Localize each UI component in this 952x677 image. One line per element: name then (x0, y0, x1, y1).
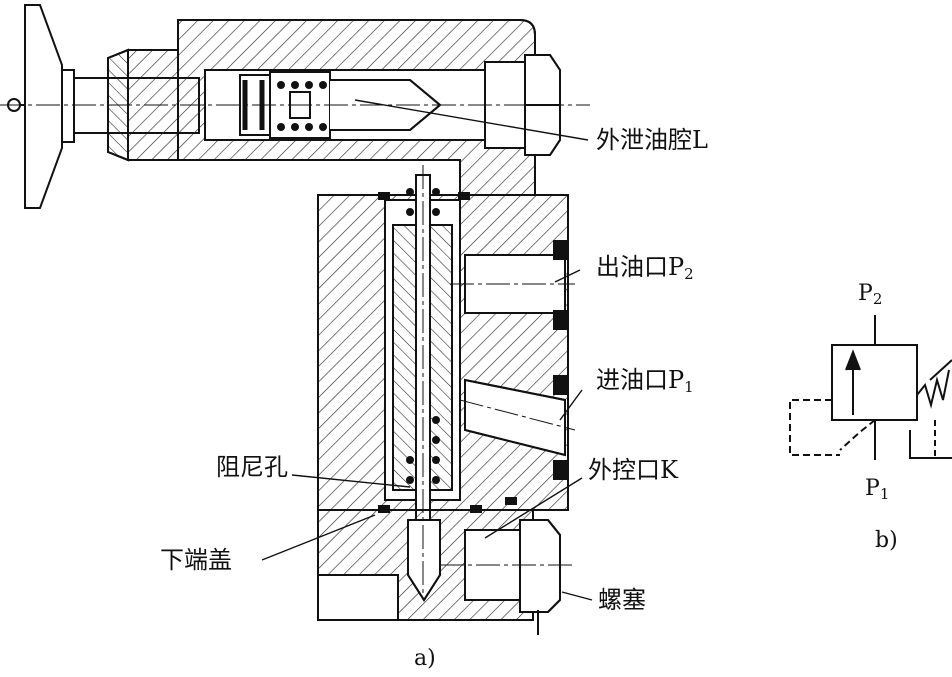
label-damping-orifice: 阻尼孔 (216, 453, 288, 481)
symbol-label-p2: P2 (858, 283, 882, 307)
label-inlet-port: 进油口P1 (596, 368, 694, 395)
center-lines (0, 104, 590, 600)
valve-envelope (831, 344, 918, 421)
symbol-label-p1: P1 (865, 478, 889, 502)
label-outlet-port: 出油口P2 (596, 255, 694, 282)
label-external-control-port: 外控口K (588, 456, 678, 484)
symbol-label-p2-text: P (858, 281, 873, 306)
label-external-drain-chamber: 外泄油腔L (596, 126, 708, 154)
label-inlet-port-text: 进油口P (596, 366, 685, 394)
label-screw-plug: 螺塞 (598, 586, 646, 614)
tank-icon (909, 430, 952, 459)
pilot-line-to-p1 (839, 419, 876, 451)
pilot-line-external (789, 399, 840, 456)
label-lower-end-cover: 下端盖 (160, 546, 232, 574)
symbol-label-p1-sub: 1 (879, 485, 890, 503)
symbol-label-p1-text: P (865, 476, 880, 501)
lower-end-cover-part (317, 509, 561, 635)
label-outlet-port-sub: 2 (684, 265, 694, 283)
caption-a: a) (414, 646, 436, 671)
leader-lines (261, 99, 593, 601)
hydraulic-symbol (789, 315, 952, 460)
caption-b: b) (875, 528, 898, 553)
symbol-label-p2-sub: 2 (872, 290, 883, 308)
section-view (0, 4, 593, 635)
upper-body (177, 19, 561, 196)
label-outlet-port-text: 出油口P (596, 253, 685, 281)
handwheel (7, 4, 75, 209)
spring-icon (916, 369, 950, 409)
label-inlet-port-sub: 1 (684, 378, 694, 396)
